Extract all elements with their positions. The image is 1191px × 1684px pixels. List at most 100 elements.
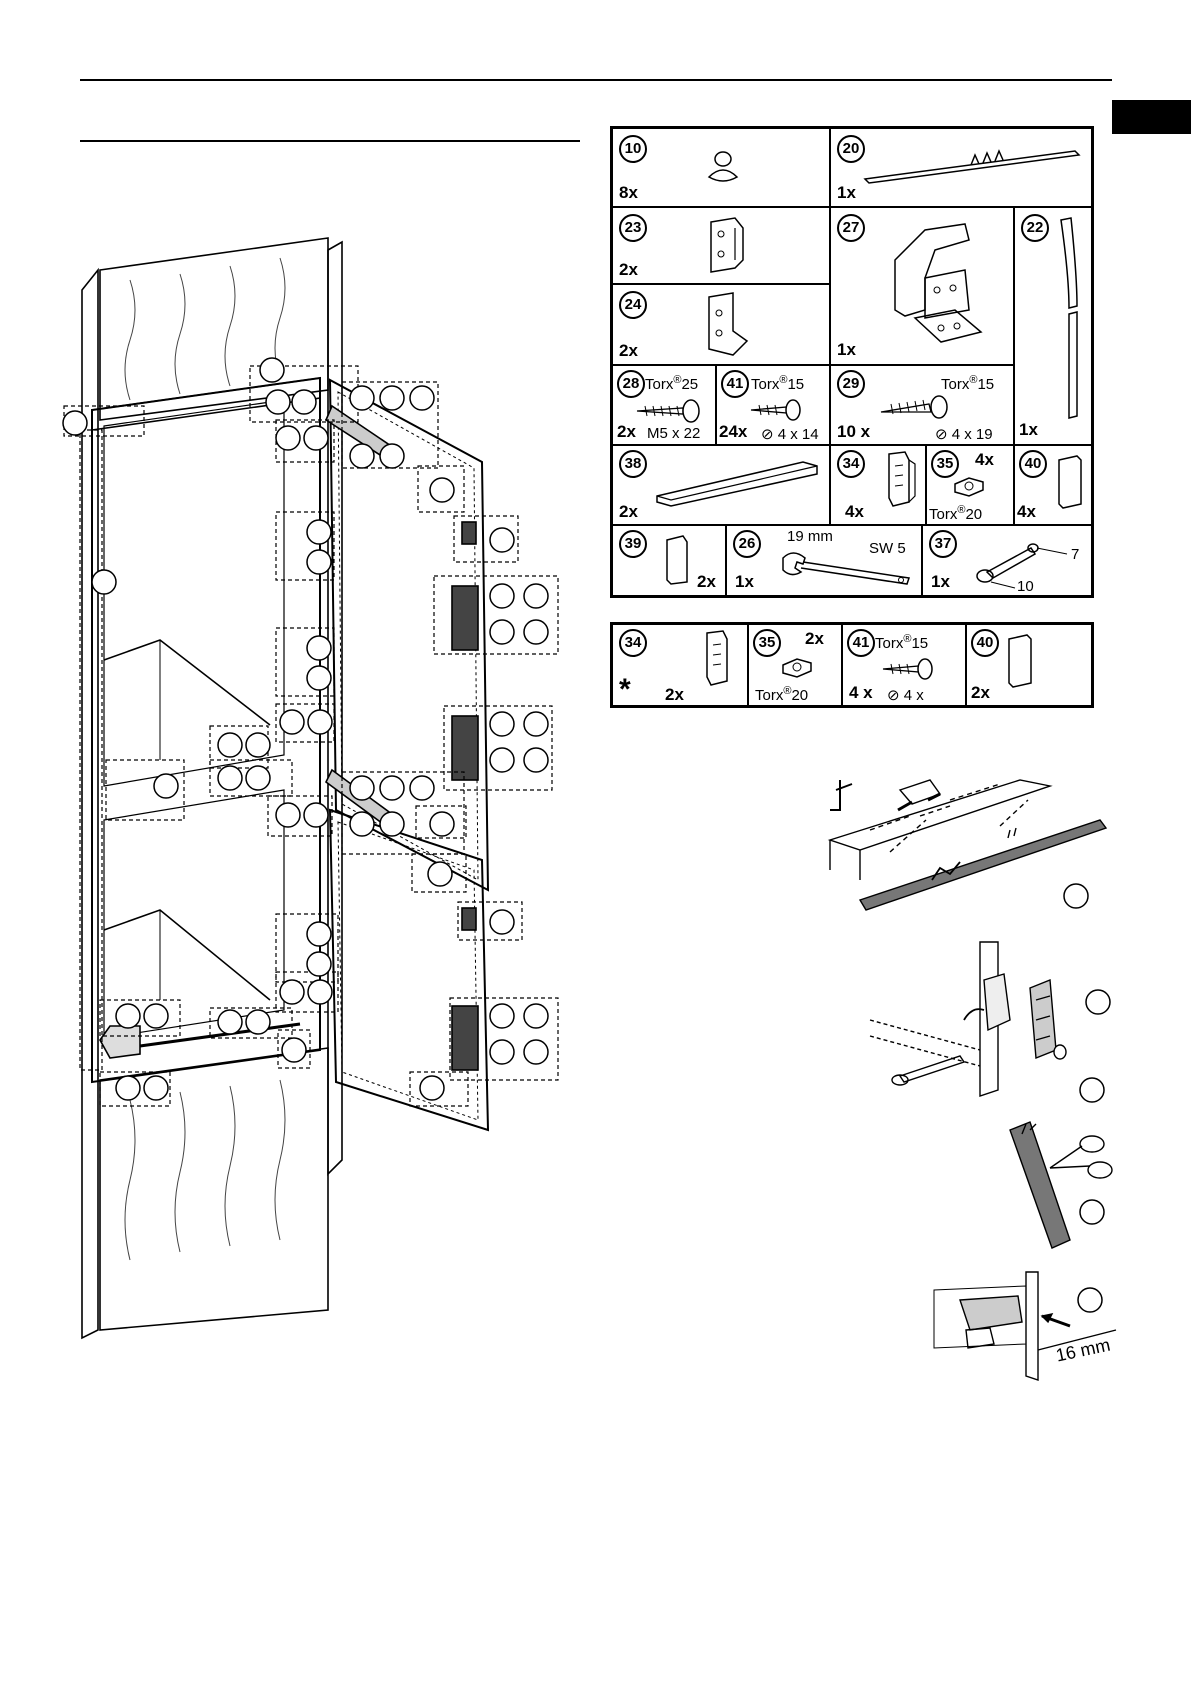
torx-label: Torx®15 (751, 374, 805, 393)
language-tab (1112, 100, 1191, 134)
callout-circle (1079, 1077, 1105, 1103)
part-qty: 10 x (837, 422, 871, 441)
part-number: 41 (847, 629, 875, 657)
callout-circle (1077, 1287, 1103, 1313)
part-number: 40 (971, 629, 999, 657)
part-number: 34 (837, 450, 865, 478)
hinge-mounting-figure (869, 941, 1111, 1103)
part-number: 28 (617, 370, 645, 398)
part-qty: 8x (619, 183, 638, 202)
hex-size: SW 5 (869, 540, 906, 557)
part-number: 34 (619, 629, 647, 657)
spacer-plate-icon (666, 535, 688, 585)
part-number: 35 (753, 629, 781, 657)
torx-label: Torx®20 (929, 504, 983, 523)
screw-spec: ⊘ 4 x (887, 687, 924, 704)
part-qty: 1x (931, 572, 950, 591)
part-number: 20 (837, 135, 865, 163)
appliance-exploded-diagram (62, 237, 559, 1340)
part-cell-37: 37 7 10 1x (923, 526, 1091, 595)
part-number: 22 (1021, 214, 1049, 242)
extra-cell-35: 35 2x Torx®20 (749, 625, 843, 705)
door-gap-figure (933, 1271, 1117, 1381)
asterisk-marker: * (619, 673, 631, 706)
torx-label: Torx®20 (755, 685, 809, 704)
callout-circle (1063, 883, 1089, 909)
torx-label: Torx®15 (941, 374, 995, 393)
part-qty: 1x (735, 572, 754, 591)
wrench-size: 19 mm (787, 528, 833, 545)
part-qty: 2x (617, 422, 636, 441)
screw-icon (880, 395, 948, 419)
part-qty: 4x (845, 502, 864, 521)
part-cell-41: 41 Torx®15 24x ⊘ 4 x 14 (717, 366, 831, 446)
seal-strip-icon (1060, 217, 1078, 419)
part-qty: 1x (837, 183, 856, 202)
seal-cutting-figure (1009, 1121, 1113, 1249)
door-hinge-icon (894, 223, 983, 343)
part-number: 23 (619, 214, 647, 242)
part-qty: 2x (665, 685, 684, 704)
part-qty: 24x (719, 422, 748, 441)
wrench-icon (782, 552, 910, 585)
part-number: 26 (733, 530, 761, 558)
part-number: 35 (931, 450, 959, 478)
part-cell-40: 40 4x (1015, 446, 1091, 526)
extra-cell-41: 41 Torx®15 4 x ⊘ 4 x (843, 625, 967, 705)
part-number: 10 (619, 135, 647, 163)
screw-icon (636, 399, 700, 423)
part-cell-28: 28 Torx®25 2x M5 x 22 (613, 366, 717, 446)
cover-cap-icon (656, 461, 818, 507)
screw-icon (750, 399, 801, 421)
extra-cell-34: 34 * 2x (613, 625, 749, 706)
screw-spec: ⊘ 4 x 14 (761, 426, 819, 443)
part-cell-23: 23 2x (613, 208, 831, 285)
key-label-7: 7 (1071, 546, 1080, 563)
screw-spec: M5 x 22 (647, 425, 701, 442)
part-qty: 2x (805, 629, 824, 648)
spacer-block-icon (1058, 455, 1082, 509)
torx-label: Torx®25 (645, 374, 699, 393)
part-cell-27: 27 1x (831, 208, 1015, 366)
part-qty: 1x (1019, 420, 1038, 439)
part-cell-22: 22 1x (1015, 208, 1091, 446)
torx-label: Torx®15 (875, 633, 929, 652)
screw-icon (882, 658, 933, 680)
hex-screw-icon (782, 658, 812, 678)
part-number: 41 (721, 370, 749, 398)
part-qty: 4x (1017, 502, 1036, 521)
part-number: 40 (1019, 450, 1047, 478)
extra-cell-40: 40 2x (967, 625, 1091, 705)
part-cell-35: 35 4x Torx®20 (927, 446, 1015, 526)
part-qty: 4 x (849, 683, 873, 702)
part-cell-39: 39 2x (613, 526, 727, 595)
hex-screw-icon (954, 477, 984, 497)
parts-table: 10 8x 20 1x 23 2x 24 2x 27 (610, 126, 1094, 598)
cover-strip-icon (863, 149, 1081, 184)
spacer-block-icon (1008, 634, 1032, 688)
part-number: 39 (619, 530, 647, 558)
screw-spec: ⊘ 4 x 19 (935, 426, 993, 443)
hex-key-icon (976, 543, 1068, 589)
part-qty: 2x (697, 572, 716, 591)
part-number: 38 (619, 450, 647, 478)
part-number: 37 (929, 530, 957, 558)
hinge-bracket-icon (710, 217, 744, 273)
part-number: 27 (837, 214, 865, 242)
plug-cap-icon (707, 151, 739, 182)
part-qty: 4x (975, 450, 994, 469)
part-cell-24: 24 2x (613, 285, 831, 366)
part-cell-20: 20 1x (831, 129, 1091, 208)
extra-parts-table: 34 * 2x 35 2x Torx®20 41 Torx®15 4 x ⊘ 4… (610, 622, 1094, 708)
angle-bracket-icon (708, 292, 749, 356)
cover-strip-mounting-figure (827, 779, 1108, 911)
callout-circle (1085, 989, 1111, 1015)
key-label-10: 10 (1017, 578, 1034, 595)
part-number: 24 (619, 291, 647, 319)
part-cell-29: 29 Torx®15 10 x ⊘ 4 x 19 (831, 366, 1015, 446)
part-qty: 2x (619, 341, 638, 360)
section-rule (80, 140, 580, 142)
part-qty: 2x (971, 683, 990, 702)
part-cell-26: 26 19 mm SW 5 1x (727, 526, 923, 595)
part-cell-10: 10 8x (613, 129, 831, 208)
